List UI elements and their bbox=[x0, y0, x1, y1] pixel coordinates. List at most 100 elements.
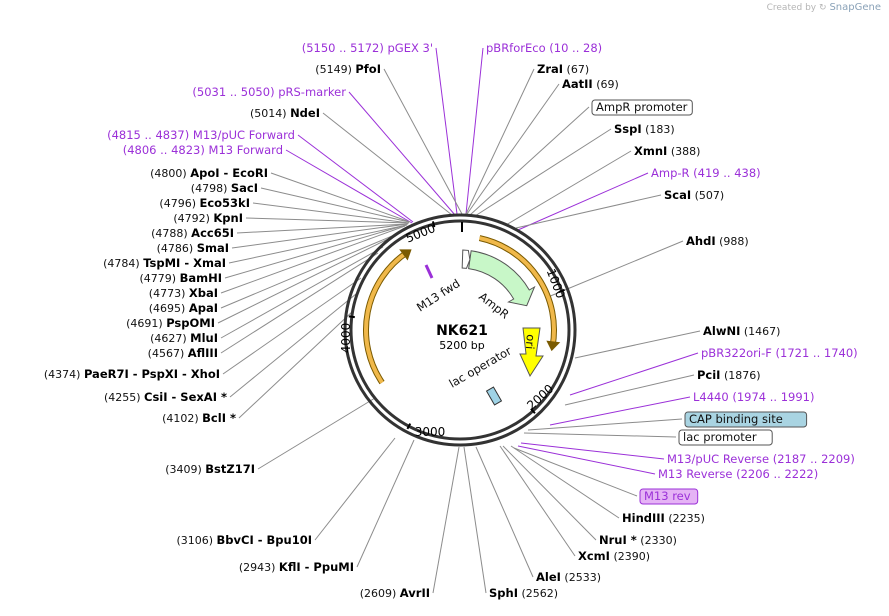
ahdi-label[interactable]: AhdI (988) bbox=[686, 234, 749, 248]
scai-position: (507) bbox=[691, 189, 724, 202]
apoi-label[interactable]: (4800) ApoI - EcoRI bbox=[150, 166, 268, 180]
bamhi-text: (4779) BamHI bbox=[140, 271, 223, 285]
smai-label[interactable]: (4786) SmaI bbox=[157, 241, 229, 255]
sspi-position: (183) bbox=[642, 123, 675, 136]
afliii-label[interactable]: (4567) AflIII bbox=[148, 346, 218, 360]
kpni-label[interactable]: (4792) KpnI bbox=[173, 211, 243, 225]
sphi-label[interactable]: SphI (2562) bbox=[489, 586, 558, 600]
leader-lines bbox=[217, 47, 701, 594]
amprprom-label[interactable]: AmpR promoter bbox=[591, 99, 693, 116]
pspomi-label[interactable]: (4691) PspOMI bbox=[126, 316, 215, 330]
bamhi-label[interactable]: (4779) BamHI bbox=[140, 271, 223, 285]
pfoi-label[interactable]: (5149) PfoI bbox=[315, 62, 381, 76]
eco53ki-position: (4796) bbox=[159, 197, 199, 210]
credit-text: Created by bbox=[766, 3, 817, 13]
alwni-label[interactable]: AlwNI (1467) bbox=[703, 324, 780, 338]
acc65i-text: (4788) Acc65I bbox=[151, 226, 234, 240]
tick-mark-2000 bbox=[530, 408, 536, 414]
bbvci-label[interactable]: (3106) BbvCI - Bpu10I bbox=[176, 533, 312, 547]
paer7i-label[interactable]: (4374) PaeR7I - PspXI - XhoI bbox=[44, 367, 220, 381]
pbr322-position: (1721 .. 1740) bbox=[772, 346, 858, 360]
kfli-text: (2943) KflI - PpuMI bbox=[239, 560, 354, 574]
ori-feature[interactable]: ori bbox=[519, 327, 544, 378]
m13-fwd-feature[interactable]: M13 fwd bbox=[414, 264, 463, 315]
m13pucfwd-label[interactable]: (4815 .. 4837) M13/pUC Forward bbox=[107, 128, 295, 142]
pbrforeco-label[interactable]: pBRforEco (10 .. 28) bbox=[486, 41, 602, 55]
xbai-label[interactable]: (4773) XbaI bbox=[149, 286, 218, 300]
m13reverse-position: (2206 .. 2222) bbox=[732, 467, 818, 481]
eco53ki-text: (4796) Eco53kI bbox=[159, 196, 250, 210]
hindiii-label[interactable]: HindIII (2235) bbox=[622, 511, 705, 525]
pspomi-name: PspOMI bbox=[166, 316, 215, 330]
nrui-label[interactable]: NruI * (2330) bbox=[599, 533, 677, 547]
paer7i-position: (4374) bbox=[44, 368, 84, 381]
ndei-label[interactable]: (5014) NdeI bbox=[250, 106, 320, 120]
scai-label[interactable]: ScaI (507) bbox=[664, 188, 724, 202]
prsmarker-label[interactable]: (5031 .. 5050) pRS-marker bbox=[192, 85, 346, 99]
mlui-leader-line bbox=[220, 246, 384, 339]
acc65i-name: Acc65I bbox=[191, 226, 234, 240]
afliii-position: (4567) bbox=[148, 347, 188, 360]
kpni-name: KpnI bbox=[213, 211, 243, 225]
nrui-leader-line bbox=[502, 445, 597, 541]
apoi-name: ApoI - EcoRI bbox=[190, 166, 268, 180]
m13pucrev-label[interactable]: M13/pUC Reverse (2187 .. 2209) bbox=[667, 452, 855, 466]
pbrforeco-position: (10 .. 28) bbox=[546, 41, 603, 55]
bamhi-position: (4779) bbox=[140, 272, 180, 285]
mlui-label[interactable]: (4627) MluI bbox=[150, 331, 218, 345]
m13rev-label[interactable]: M13 rev bbox=[639, 488, 699, 505]
m13fwdprimer-position: (4806 .. 4823) bbox=[123, 143, 209, 157]
lacprom-leader-line bbox=[523, 432, 677, 438]
ori-arrow bbox=[519, 327, 544, 378]
ori-ring-label: ori bbox=[523, 334, 538, 350]
pbr322-leader-line bbox=[569, 352, 699, 396]
sspi-text: SspI (183) bbox=[614, 122, 675, 136]
acc65i-label[interactable]: (4788) Acc65I bbox=[151, 226, 234, 240]
pbr322-label[interactable]: pBR322ori-F (1721 .. 1740) bbox=[701, 346, 858, 360]
sphi-text: SphI (2562) bbox=[489, 586, 558, 600]
aatii-label[interactable]: AatII (69) bbox=[562, 77, 619, 91]
m13fwdprimer-label[interactable]: (4806 .. 4823) M13 Forward bbox=[123, 143, 283, 157]
tspmi-label[interactable]: (4784) TspMI - XmaI bbox=[103, 256, 226, 270]
pcii-name: PciI bbox=[697, 368, 720, 382]
apai-label[interactable]: (4695) ApaI bbox=[149, 301, 218, 315]
m13reverse-leader-line bbox=[517, 445, 656, 475]
kfli-label[interactable]: (2943) KflI - PpuMI bbox=[239, 560, 354, 574]
l4440-leader-line bbox=[549, 396, 691, 426]
l4440-label[interactable]: L4440 (1974 .. 1991) bbox=[693, 390, 814, 404]
csii-leader-line bbox=[229, 293, 357, 398]
smai-name: SmaI bbox=[197, 241, 229, 255]
eco53ki-label[interactable]: (4796) Eco53kI bbox=[159, 196, 250, 210]
cap-name: CAP binding site bbox=[689, 412, 783, 426]
kfli-position: (2943) bbox=[239, 561, 279, 574]
amprprom-name: AmpR promoter bbox=[596, 100, 688, 114]
smai-text: (4786) SmaI bbox=[157, 241, 229, 255]
saci-position: (4798) bbox=[191, 182, 231, 195]
csii-label[interactable]: (4255) CsiI - SexAI * bbox=[104, 390, 227, 404]
xmni-label[interactable]: XmnI (388) bbox=[634, 144, 700, 158]
alei-leader-line bbox=[475, 446, 534, 578]
m13pucrev-name: M13/pUC Reverse bbox=[667, 452, 769, 466]
site-labels: (5150 .. 5172) pGEX 3' pBRforEco (10 .. 2… bbox=[44, 41, 858, 600]
lac-operator-feature[interactable]: lac operator bbox=[447, 343, 515, 406]
scai-leader-line bbox=[515, 194, 662, 229]
xcmi-label[interactable]: XcmI (2390) bbox=[578, 549, 650, 563]
pcii-label[interactable]: PciI (1876) bbox=[697, 368, 761, 382]
pcii-position: (1876) bbox=[720, 369, 760, 382]
avrii-label[interactable]: (2609) AvrII bbox=[360, 586, 430, 600]
ampr-label[interactable]: Amp-R (419 .. 438) bbox=[651, 166, 761, 180]
pgex3-label[interactable]: (5150 .. 5172) pGEX 3' bbox=[302, 41, 433, 55]
bcli-label[interactable]: (4102) BclI * bbox=[162, 411, 236, 425]
saci-label[interactable]: (4798) SacI bbox=[191, 181, 258, 195]
alei-label[interactable]: AleI (2533) bbox=[536, 570, 601, 584]
aatii-text: AatII (69) bbox=[562, 77, 619, 91]
lacprom-label[interactable]: lac promoter bbox=[678, 429, 773, 446]
pbrforeco-text: pBRforEco (10 .. 28) bbox=[486, 41, 602, 55]
m13reverse-label[interactable]: M13 Reverse (2206 .. 2222) bbox=[658, 467, 818, 481]
cap-label[interactable]: CAP binding site bbox=[684, 411, 808, 428]
m13rev-box bbox=[639, 488, 699, 505]
bstz17i-label[interactable]: (3409) BstZ17I bbox=[165, 462, 255, 476]
zrai-label[interactable]: ZraI (67) bbox=[537, 62, 589, 76]
sspi-label[interactable]: SspI (183) bbox=[614, 122, 675, 136]
avrii-text: (2609) AvrII bbox=[360, 586, 430, 600]
